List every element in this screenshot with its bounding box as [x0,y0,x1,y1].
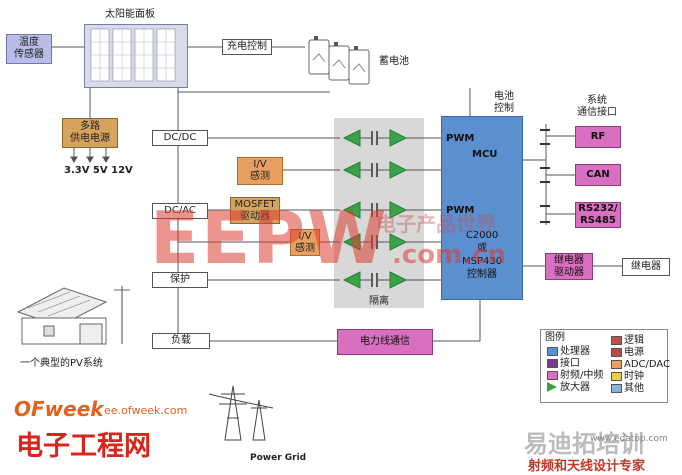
legend-label: 处理器 [560,346,590,357]
iv-sense-1-block: I/V 感测 [237,157,283,185]
legend-title: 图例 [545,332,565,343]
eepw-cn-watermark: 电子产品世界 [376,212,496,236]
legend-swatch [611,336,622,345]
solar-panel-icon [84,24,188,88]
power-tower-icon [207,378,277,442]
legend-swatch [611,348,622,357]
rf-block: RF [575,126,621,148]
pv-system-label: 一个典型的PV系统 [20,358,103,369]
legend-swatch [611,384,622,393]
legend-label: 时钟 [624,371,644,382]
legend-swatch [547,371,558,380]
rs-block: RS232/ RS485 [575,202,621,228]
chip-label: C2000 或 MSP430 控制器 [462,230,503,280]
multi-power-block: 多路 供电电源 [62,118,118,148]
load-block: 负载 [152,333,210,349]
ofweek-cn-logo: 电子工程网 [16,431,151,462]
mcu-block: PWM MCU PWM C2000 或 MSP430 控制器 [441,116,523,300]
relay-driver-block: 继电器 驱动器 [545,253,593,280]
edatop-cn-logo: 易迪拓培训 [524,430,644,458]
isolation-label: 隔离 [369,296,389,307]
legend-label: 接口 [560,358,580,369]
legend-label: ADC/DAC [624,359,671,370]
power-grid-label: Power Grid [250,453,307,463]
legend: 图例 处理器 逻辑 接口 电源 射频/中频 ADC/DAC 放大器 时钟 其他 [540,329,671,403]
legend-swatch [547,347,558,356]
ofweek-logo: OFweek [14,397,104,421]
battery-control-label: 电池 控制 [494,91,514,114]
can-block: CAN [575,164,621,186]
house-icon [14,282,134,346]
ofweek-url: ee.ofweek.com [104,404,188,417]
power-line-comm-block: 电力线通信 [337,329,433,355]
solar-panel-label: 太阳能面板 [105,9,155,20]
pwm-1-label: PWM [446,133,475,144]
charge-control-block: 充电控制 [222,39,272,55]
edatop-subtitle: 射频和天线设计专家 [528,459,646,474]
legend-label: 放大器 [560,382,590,393]
edatop-url: www.edatop.com [590,434,668,444]
mcu-label: MCU [472,149,498,160]
eepw-watermark: EEPW [150,196,389,280]
legend-label: 电源 [624,347,644,358]
relay-block: 继电器 [622,258,670,276]
battery-label: 蓄电池 [379,56,409,67]
legend-swatch [611,372,622,381]
legend-swatch [547,359,558,368]
eepw-com-watermark: .com.cn [392,240,507,270]
temp-sensor-block: 温度 传感器 [6,34,52,64]
legend-swatch [611,360,622,369]
protect-block: 保护 [152,272,208,288]
dcdc-block: DC/DC [152,130,208,146]
legend-label: 其他 [624,383,644,394]
legend-amplifier-icon [547,382,557,392]
legend-label: 逻辑 [624,335,644,346]
legend-label: 射频/中频 [560,370,604,381]
mosfet-driver-block: MOSFET 驱动器 [230,197,280,224]
voltages-label: 3.3V 5V 12V [64,165,133,176]
battery-icon [305,30,375,88]
iv-sense-2-block: I/V 感测 [290,229,320,256]
pwm-2-label: PWM [446,205,475,216]
dcac-block: DC/AC [152,203,208,219]
sys-comm-if-label: 系统 通信接口 [577,95,617,118]
